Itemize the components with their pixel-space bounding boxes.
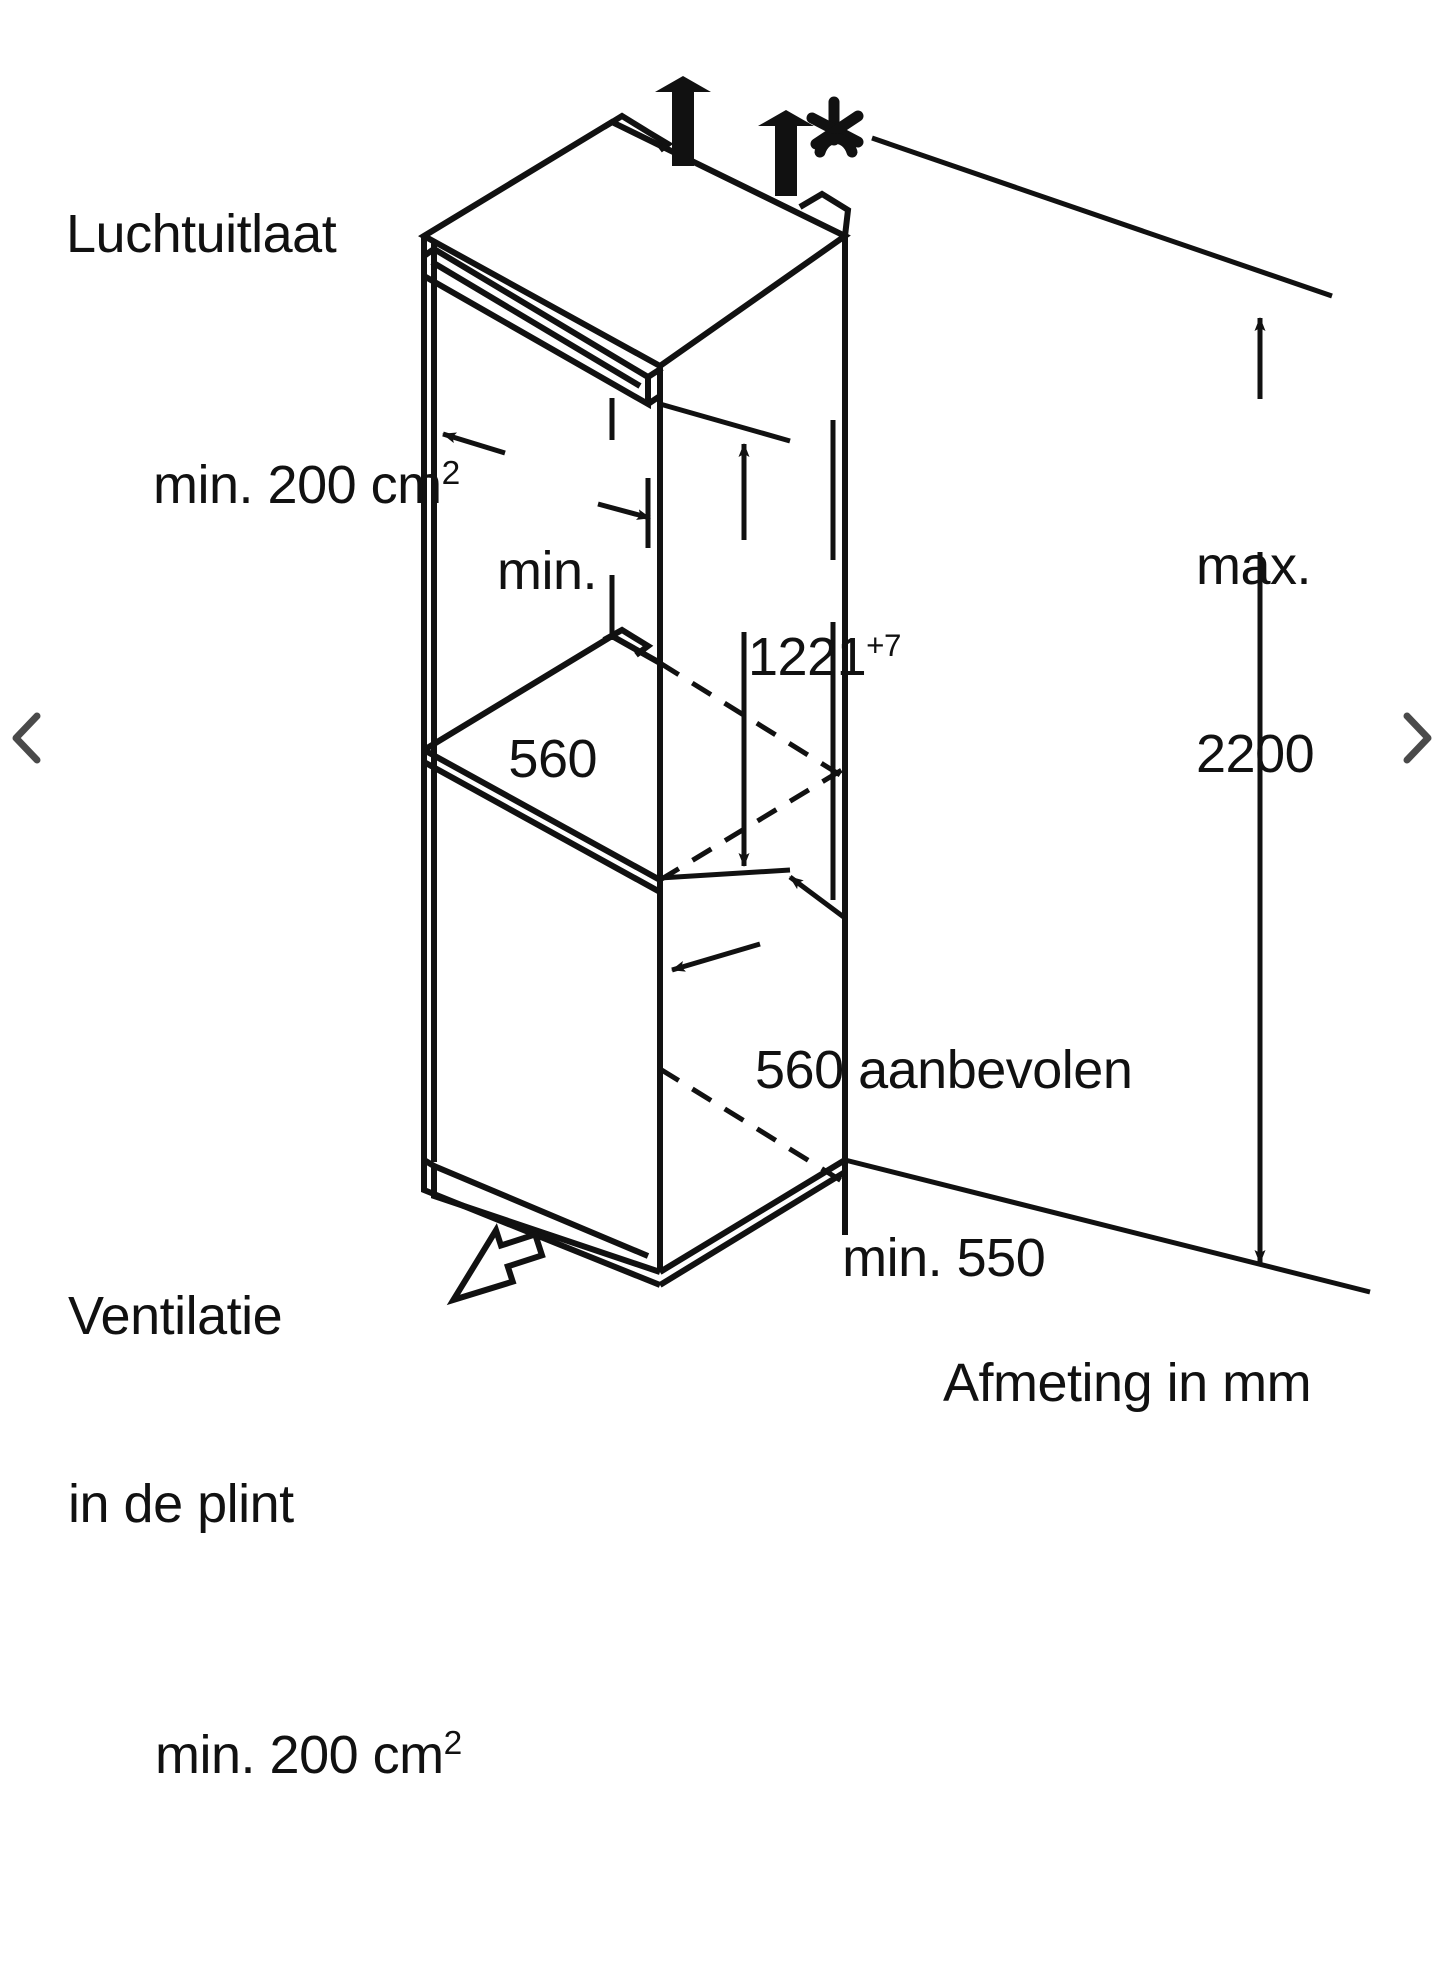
asterisk-marker-icon <box>806 96 864 158</box>
niche-depth-label-line1: 560 aanbevolen <box>755 1040 1133 1101</box>
cabinet-top-vent-right-return <box>646 365 664 380</box>
niche-depth-label-line2: min. 550 <box>842 1228 1046 1289</box>
cabinet-hidden-edges <box>658 660 848 1275</box>
plinth-air-inlet-arrow <box>446 1223 546 1306</box>
niche-height-dimension <box>659 401 836 900</box>
cabinet-bottom-plinth-inner <box>432 1163 650 1259</box>
exhaust-arrow-2 <box>758 110 814 196</box>
air-outlet-label-line1: Luchtuitlaat <box>66 204 337 265</box>
air-outlet-label: Luchtuitlaat min. 200 cm2 <box>66 78 460 704</box>
niche-width-label: min. 560 <box>497 415 598 916</box>
niche-height-label: 1221+7 <box>690 563 901 751</box>
niche-width-label-line2: 560 <box>508 729 598 790</box>
cabinet-top-vent-recess <box>421 245 651 410</box>
cabinet-middle-shelf-front2 <box>422 759 662 895</box>
cabinet-top-notch-left <box>602 112 674 153</box>
plinth-ventilation-label-superscript: 2 <box>443 1724 463 1762</box>
chevron-right-icon <box>1403 712 1432 764</box>
max-height-label-line2: 2200 <box>1196 724 1315 785</box>
installation-niche-drawing <box>418 76 1371 1306</box>
air-outlet-label-superscript: 2 <box>441 454 461 492</box>
cabinet-bottom-plinth <box>422 1157 661 1275</box>
chevron-left-icon <box>12 712 41 764</box>
max-height-label-line1: max. <box>1196 536 1312 597</box>
hidden-shelf-back2 <box>658 765 847 883</box>
niche-height-tolerance: +7 <box>866 627 901 663</box>
cabinet-top-vent-right-return2 <box>646 393 662 407</box>
next-image-button[interactable] <box>1394 706 1438 770</box>
niche-width-label-line1: min. <box>497 541 598 602</box>
plinth-ventilation-label-line3: min. 200 cm2 <box>68 1661 462 1849</box>
air-outlet-label-line2-text: min. 200 cm <box>153 454 442 515</box>
cabinet-top-notch-right <box>798 190 852 237</box>
plinth-ventilation-label-line1: Ventilatie <box>68 1286 283 1347</box>
exhaust-arrow-1 <box>655 76 711 166</box>
niche-depth-dimension <box>671 874 847 973</box>
air-outlet-label-line2: min. 200 cm2 <box>66 391 460 579</box>
plinth-ventilation-label: Ventilatie in de plint min. 200 cm2 <box>68 1160 462 1974</box>
cabinet-top-vent-recess-inner <box>430 259 642 389</box>
prev-image-button[interactable] <box>6 706 50 770</box>
max-height-label: max. 2200 <box>1196 410 1315 911</box>
cabinet-base-right2 <box>658 1169 847 1288</box>
niche-height-value: 1221 <box>748 626 867 687</box>
diagram-stage: Luchtuitlaat min. 200 cm2 Ventilatie in … <box>6 76 1438 1785</box>
units-note-label: Afmeting in mm <box>943 1353 1312 1413</box>
niche-depth-label: 560 aanbevolen min. 550 <box>755 914 1133 1415</box>
cabinet-bottom-plinth-outer <box>421 1160 662 1288</box>
air-exhaust-arrows <box>655 76 814 196</box>
floor-reference-line <box>844 1157 1371 1295</box>
plinth-ventilation-label-line3-text: min. 200 cm <box>155 1724 444 1785</box>
cabinet-middle-shelf-front <box>422 747 662 883</box>
plinth-ventilation-label-line2: in de plint <box>68 1474 294 1535</box>
niche-width-dimension <box>442 398 651 640</box>
asterisk-leader-line <box>871 135 1333 299</box>
cabinet-base-right <box>658 1157 847 1275</box>
